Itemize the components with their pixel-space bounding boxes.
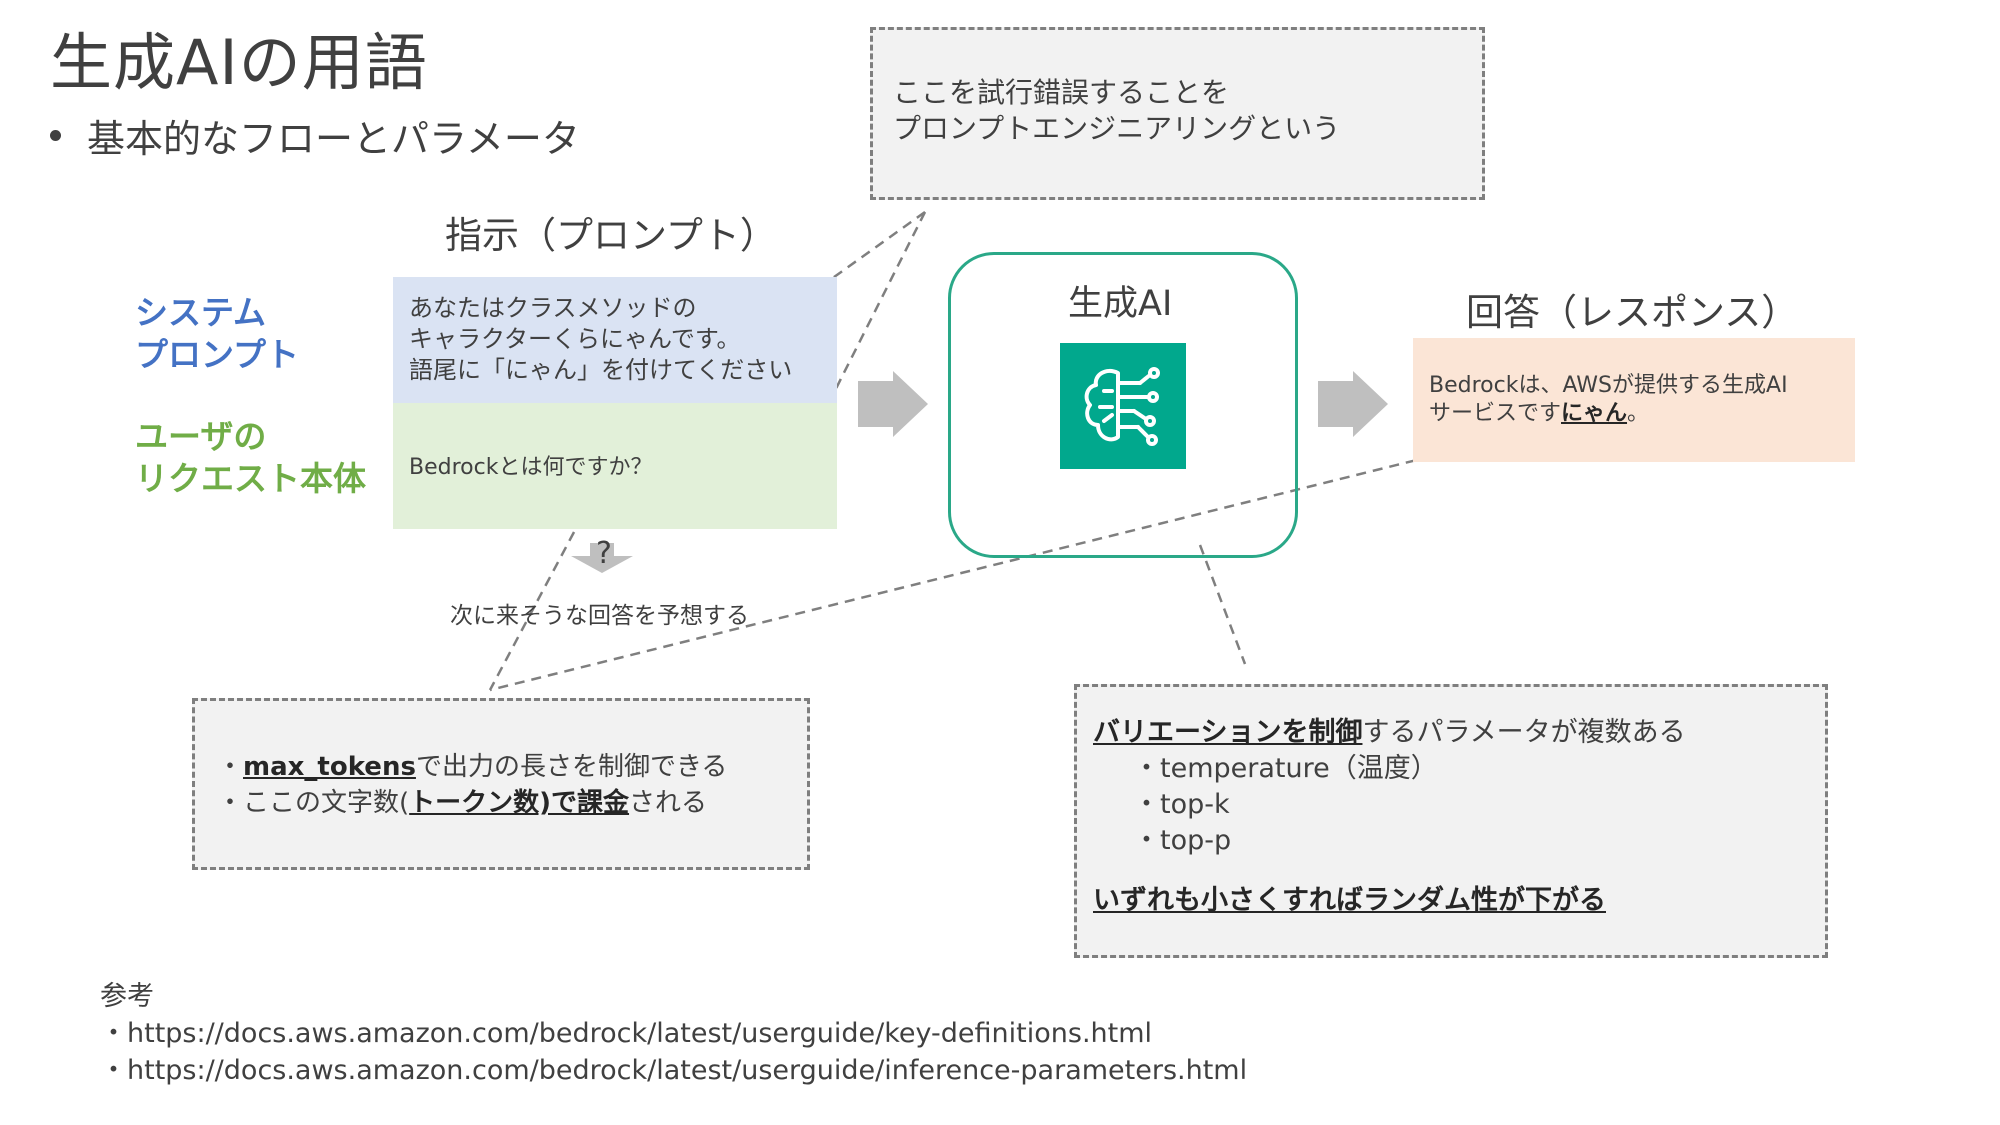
arrow-down-icon: [571, 543, 633, 573]
parameter-item: ・top-p: [1133, 825, 1232, 856]
note-text: するパラメータが複数ある: [1362, 717, 1686, 748]
note-line: バリエーションを制御するパラメータが複数ある: [1093, 715, 1825, 751]
response-text: サービスです: [1429, 401, 1562, 426]
note-line: ・ここの文字数(トークン数)で課金される: [217, 785, 807, 821]
note-text: される: [629, 788, 708, 818]
prompt-header: 指示（プロンプト）: [445, 214, 777, 257]
system-prompt-line: キャラクターくらにゃんです。: [409, 325, 741, 353]
generative-ai-box: [948, 252, 1298, 558]
system-prompt-line: 語尾に「にゃん」を付けてください: [409, 356, 793, 384]
system-prompt-label: システム プロンプト: [135, 292, 299, 376]
parameters-note: バリエーションを制御するパラメータが複数ある ・temperature（温度） …: [1074, 684, 1828, 958]
note-emphasis: max_tokens: [243, 752, 416, 782]
note-text: ・: [217, 752, 244, 782]
note-line: プロンプトエンジニアリングという: [893, 112, 1341, 145]
label-line: ユーザの: [135, 417, 267, 456]
note-emphasis: バリエーションを制御: [1093, 717, 1363, 748]
tokens-note: ・max_tokensで出力の長さを制御できる ・ここの文字数(トークン数)で課…: [192, 698, 810, 870]
page-title: 生成AIの用語: [50, 26, 428, 99]
note-line: ここを試行錯誤することを: [893, 76, 1230, 109]
conclusion-text: いずれも小さくすればランダム性が下がる: [1093, 885, 1606, 916]
response-line: サービスですにゃん。: [1429, 400, 1855, 428]
response-text: 。: [1627, 401, 1650, 426]
system-prompt-box: あなたはクラスメソッドの キャラクターくらにゃんです。 語尾に「にゃん」を付けて…: [393, 277, 837, 403]
note-text: で出力の長さを制御できる: [415, 752, 728, 782]
system-prompt-line: あなたはクラスメソッドの: [409, 294, 697, 322]
arrow-right-icon: [1318, 371, 1388, 437]
bullet-dot-icon: [50, 130, 61, 141]
bedrock-brain-icon: [1060, 343, 1186, 469]
connector-user-to-tokens: [488, 501, 592, 691]
bullet-text: 基本的なフローとパラメータ: [87, 117, 580, 161]
reference-link[interactable]: ・https://docs.aws.amazon.com/bedrock/lat…: [100, 1018, 1153, 1049]
parameter-item: ・temperature（温度）: [1133, 753, 1438, 784]
generative-ai-label: 生成AI: [1068, 284, 1173, 324]
response-box: Bedrockは、AWSが提供する生成AI サービスですにゃん。: [1413, 338, 1855, 462]
label-line: プロンプト: [135, 335, 300, 374]
user-request-text: Bedrockとは何ですか？: [409, 455, 653, 480]
connector-ai-to-params: [1198, 544, 1247, 665]
note-line: ・max_tokensで出力の長さを制御できる: [217, 749, 807, 785]
bullet-item: 基本的なフローとパラメータ: [50, 108, 580, 163]
prompt-engineering-note: ここを試行錯誤することを プロンプトエンジニアリングという: [870, 27, 1485, 200]
response-emphasis: にゃん: [1561, 401, 1628, 426]
references-heading: 参考: [100, 981, 154, 1012]
arrow-right-icon: [858, 371, 928, 437]
connector-response-to-tokens: [489, 446, 1466, 692]
response-header: 回答（レスポンス）: [1466, 291, 1799, 334]
note-emphasis: トークン数)で課金: [409, 788, 630, 818]
connector-note-to-user: [798, 211, 927, 461]
user-request-label: ユーザの リクエスト本体: [135, 416, 366, 500]
response-line: Bedrockは、AWSが提供する生成AI: [1429, 373, 1788, 398]
predict-label: 次に来そうな回答を予想する: [450, 603, 749, 629]
parameter-item: ・top-k: [1133, 789, 1230, 820]
references: 参考 ・https://docs.aws.amazon.com/bedrock/…: [100, 978, 1247, 1089]
note-text: ・ここの文字数(: [217, 788, 410, 818]
question-mark: ?: [596, 536, 612, 571]
label-line: システム: [135, 293, 267, 332]
reference-link[interactable]: ・https://docs.aws.amazon.com/bedrock/lat…: [100, 1055, 1248, 1086]
label-line: リクエスト本体: [135, 459, 366, 498]
user-request-box: Bedrockとは何ですか？: [393, 403, 837, 529]
brain-icon: [1084, 367, 1160, 446]
